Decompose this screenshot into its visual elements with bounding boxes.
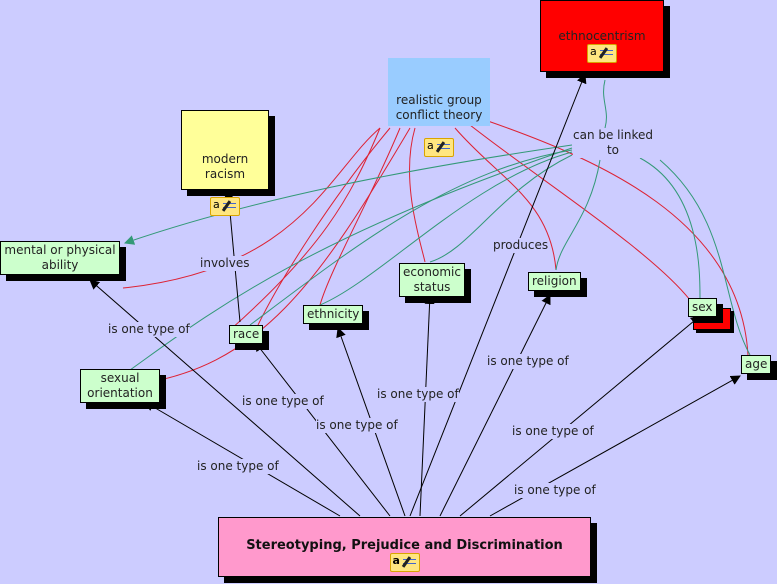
sexual-orientation-node[interactable]: sexual orientation bbox=[80, 369, 160, 403]
ethnicity-node[interactable]: ethnicity bbox=[303, 305, 364, 324]
annotation-note-icon[interactable]: a bbox=[424, 138, 454, 157]
red-links bbox=[122, 119, 749, 386]
realistic-group-conflict-theory-node[interactable]: realistic group conflict theory a bbox=[388, 58, 490, 157]
economic-status-node[interactable]: economic status bbox=[399, 263, 465, 297]
annotation-note-icon[interactable]: a bbox=[587, 44, 617, 63]
black-links bbox=[89, 73, 741, 517]
main-topic-node[interactable]: Stereotyping, Prejudice and Discriminati… bbox=[218, 517, 591, 577]
link-label-type-ethnicity: is one type of bbox=[316, 418, 398, 433]
link-label-type-sex: is one type of bbox=[512, 424, 594, 439]
annotation-note-icon[interactable]: a bbox=[210, 197, 240, 216]
link-label-involves: involves bbox=[200, 256, 250, 271]
sex-node[interactable]: sex bbox=[688, 298, 717, 317]
age-node[interactable]: age bbox=[741, 355, 772, 374]
link-label-type-age: is one type of bbox=[514, 483, 596, 498]
annotation-note-icon[interactable]: a bbox=[389, 553, 420, 572]
link-label-can-be-linked: can be linked to bbox=[573, 128, 653, 158]
mental-or-physical-ability-node[interactable]: mental or physical ability bbox=[0, 241, 120, 275]
ethnocentrism-node[interactable]: ethnocentrism a bbox=[540, 0, 664, 72]
link-label-produces: produces bbox=[493, 238, 549, 253]
link-label-type-mental: is one type of bbox=[108, 322, 190, 337]
link-label-type-economic: is one type of bbox=[377, 387, 459, 402]
link-label-type-race: is one type of bbox=[242, 394, 324, 409]
link-label-type-religion: is one type of bbox=[487, 354, 569, 369]
modern-racism-node[interactable]: modern racism a bbox=[181, 110, 269, 216]
religion-node[interactable]: religion bbox=[528, 272, 581, 291]
link-label-type-sexual: is one type of bbox=[197, 459, 279, 474]
race-node[interactable]: race bbox=[229, 325, 264, 344]
green-links bbox=[124, 79, 751, 371]
